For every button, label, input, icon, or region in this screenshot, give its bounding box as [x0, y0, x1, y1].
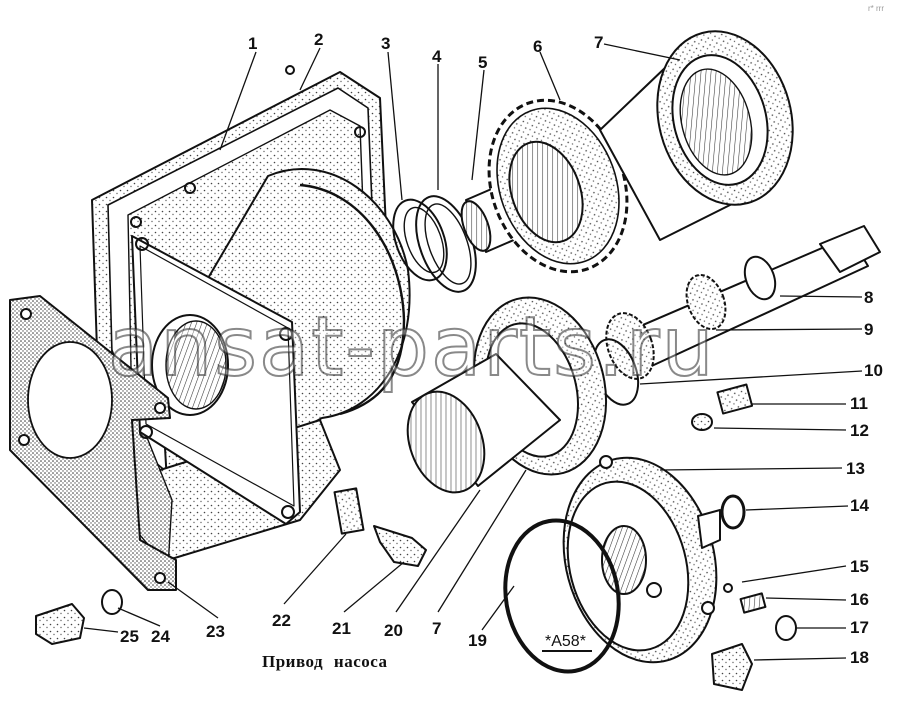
callout-18: 18 — [850, 648, 869, 667]
callout-24: 24 — [151, 627, 170, 646]
callout-22: 22 — [272, 611, 291, 630]
callout-2: 2 — [314, 30, 324, 49]
callout-8: 8 — [864, 288, 874, 307]
diagram-code-underline — [542, 650, 592, 652]
leader-lines — [83, 43, 863, 661]
callout-10: 10 — [864, 361, 883, 380]
callout-5: 5 — [478, 53, 488, 72]
callout-9: 9 — [864, 320, 874, 339]
callout-12: 12 — [850, 421, 869, 440]
bearing-lower — [406, 296, 608, 494]
gasket-plate — [9, 295, 177, 591]
o-ring — [503, 518, 621, 674]
callout-14: 14 — [850, 496, 869, 515]
diagram-code: *А58* — [545, 633, 586, 650]
callout-4: 4 — [432, 47, 442, 66]
diagram-caption: Привод насоса — [262, 652, 388, 671]
callout-13: 13 — [846, 459, 865, 478]
callout-3: 3 — [381, 34, 391, 53]
callout-19: 19 — [468, 631, 487, 650]
callout-20: 20 — [384, 621, 403, 640]
drive-shaft — [592, 225, 881, 406]
callout-6: 6 — [533, 37, 543, 56]
callout-11: 11 — [850, 394, 868, 413]
callout-7-top: 7 — [594, 33, 604, 52]
callout-16: 16 — [850, 590, 869, 609]
snap-rings — [392, 195, 477, 293]
callout-7-bottom: 7 — [432, 619, 442, 638]
callout-21: 21 — [332, 619, 351, 638]
callout-1: 1 — [248, 34, 258, 53]
callout-15: 15 — [850, 557, 869, 576]
callout-25: 25 — [120, 627, 139, 646]
callout-17: 17 — [850, 618, 869, 637]
corner-mark: r* rrr — [868, 4, 884, 13]
gear-wheel — [487, 98, 629, 274]
hardware — [35, 383, 797, 691]
end-cover — [562, 455, 721, 664]
front-flange-plate — [131, 235, 301, 525]
callout-23: 23 — [206, 622, 225, 641]
bearing-top — [599, 30, 794, 241]
